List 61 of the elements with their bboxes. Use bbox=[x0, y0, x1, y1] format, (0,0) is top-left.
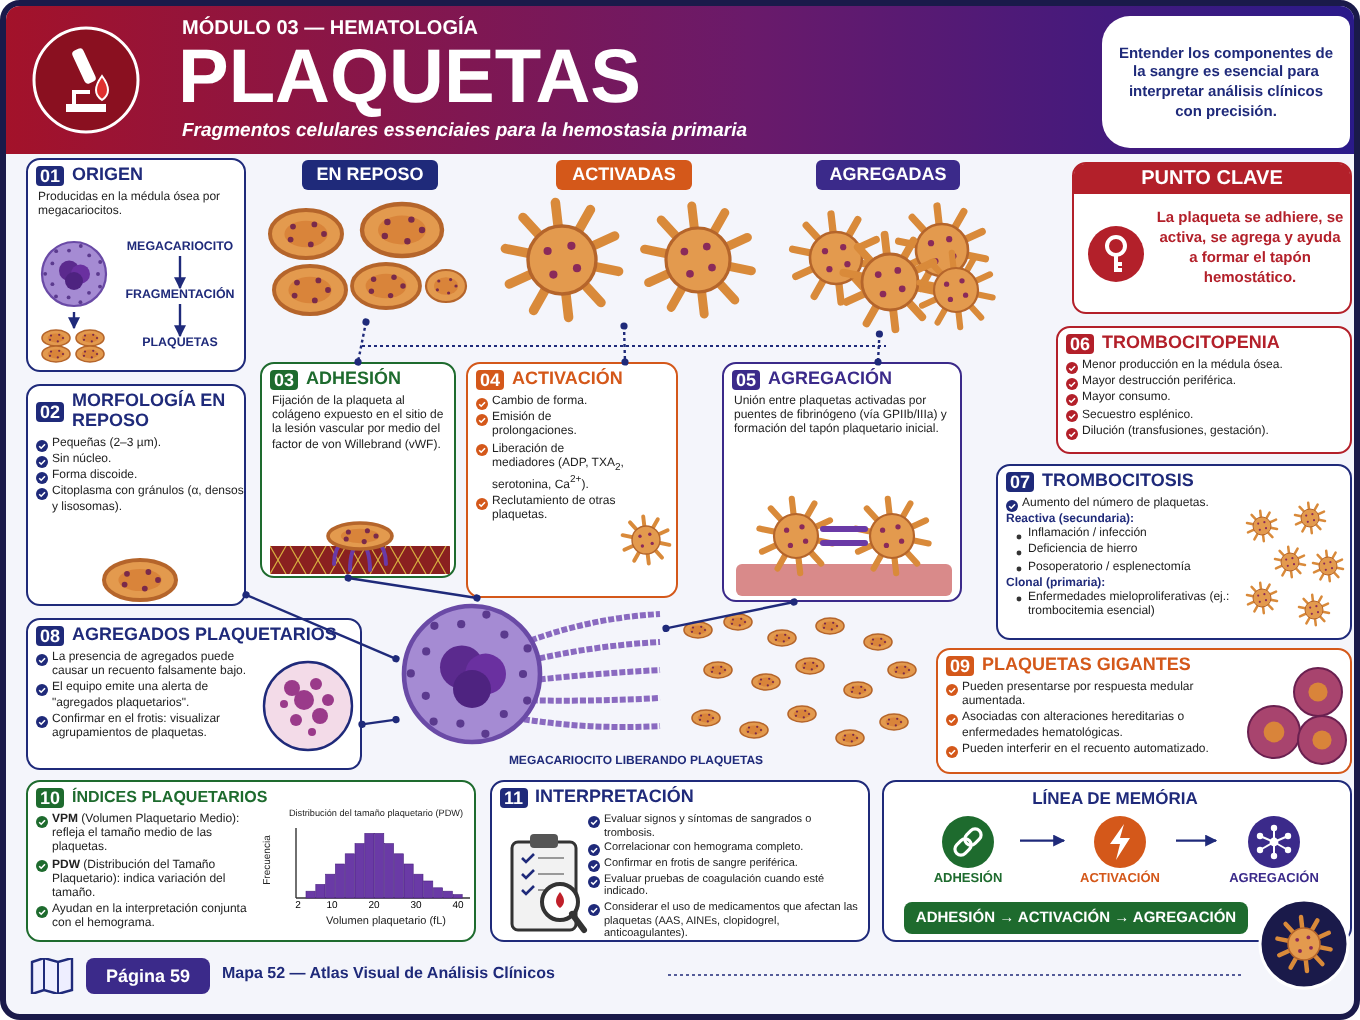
number-badge: 02 bbox=[36, 401, 65, 422]
category-tag: EN REPOSO bbox=[302, 160, 438, 190]
title: PLAQUETAS bbox=[178, 36, 642, 120]
info-panel bbox=[26, 158, 246, 372]
leader-line bbox=[344, 574, 481, 602]
info-panel bbox=[936, 648, 1352, 774]
info-panel bbox=[490, 780, 870, 942]
number-badge: 10 bbox=[36, 788, 65, 808]
info-panel bbox=[466, 362, 678, 598]
number-badge: 05 bbox=[732, 370, 761, 390]
module-label: MÓDULO 03 — HEMATOLOGÍA bbox=[182, 18, 478, 40]
resting-platelets-drawing bbox=[262, 198, 470, 322]
info-panel bbox=[1056, 326, 1352, 454]
footer-text: Mapa 52 — Atlas Visual de Análisis Clínicos bbox=[222, 964, 555, 982]
panel-heading: PUNTO CLAVE bbox=[1074, 164, 1350, 194]
memory-panel bbox=[882, 780, 1352, 942]
panel-heading: AGREGACIÓN bbox=[768, 370, 893, 390]
number-badge: 11 bbox=[500, 788, 528, 808]
number-badge: 06 bbox=[1066, 334, 1095, 354]
page-badge: Página 59 bbox=[86, 958, 210, 994]
leader-line bbox=[242, 591, 400, 663]
info-panel bbox=[260, 362, 456, 578]
panel-heading: INTERPRETACIÓN bbox=[535, 788, 694, 808]
subtitle: Fragmentos celulares essenciaies para la hemostasia primaria bbox=[182, 120, 748, 142]
number-badge: 03 bbox=[270, 370, 299, 390]
category-tag: ACTIVADAS bbox=[556, 160, 692, 190]
panel-heading: ADHESIÓN bbox=[306, 370, 402, 390]
number-badge: 01 bbox=[36, 166, 65, 186]
number-badge: 04 bbox=[476, 370, 505, 390]
info-panel bbox=[26, 384, 246, 606]
arrow bbox=[1176, 834, 1218, 847]
arrow bbox=[174, 304, 186, 338]
megakaryocyte-drawing bbox=[396, 598, 666, 750]
panel-heading: ORIGEN bbox=[72, 166, 144, 186]
number-badge: 09 bbox=[946, 656, 975, 676]
panel-heading: ÍNDICES PLAQUETARIOS bbox=[72, 789, 268, 807]
megakaryocyte-drawing bbox=[36, 236, 112, 312]
info-panel bbox=[26, 618, 362, 770]
arrow bbox=[1020, 834, 1066, 847]
dotted-connector bbox=[874, 330, 883, 366]
info-panel bbox=[722, 362, 962, 602]
panel-heading: MORFOLOGÍA EN REPOSO bbox=[72, 392, 228, 432]
leader-line bbox=[358, 716, 400, 728]
panel-heading: PLAQUETAS GIGANTES bbox=[982, 656, 1191, 676]
panel-heading: AGREGADOS PLAQUETARIOS bbox=[72, 626, 337, 646]
panel-heading: ACTIVACIÓN bbox=[512, 370, 623, 390]
info-panel bbox=[26, 780, 476, 942]
leader-line bbox=[662, 598, 798, 632]
platelets-drawing bbox=[40, 328, 108, 364]
panel-heading: TROMBOCITOSIS bbox=[1042, 472, 1194, 492]
dotted-connector bbox=[354, 318, 370, 366]
panel-heading: LÍNEA DE MEMÓRIA bbox=[1030, 788, 1200, 808]
arrow bbox=[174, 256, 186, 290]
number-badge: 08 bbox=[36, 626, 65, 646]
number-badge: 07 bbox=[1006, 472, 1035, 492]
dotted-connector bbox=[620, 322, 629, 366]
category-tag: AGREGADAS bbox=[816, 160, 960, 190]
key-point-panel bbox=[1072, 162, 1352, 314]
arrow bbox=[68, 312, 80, 330]
info-panel bbox=[996, 464, 1352, 640]
panel-heading: TROMBOCITOPENIA bbox=[1102, 334, 1280, 354]
